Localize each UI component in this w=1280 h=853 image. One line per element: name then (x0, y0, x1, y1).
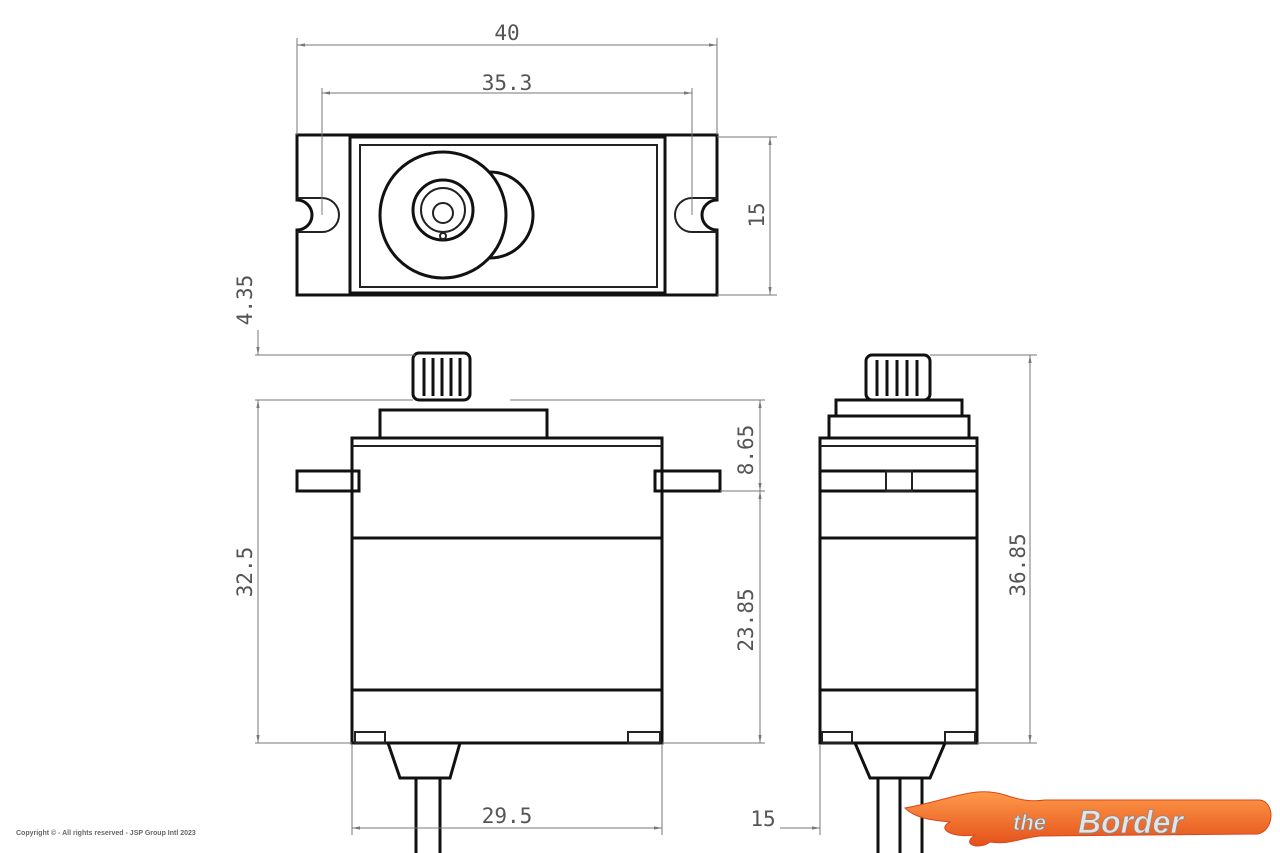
dim-width-40: 40 (494, 21, 519, 45)
dim-hole-spacing: 35.3 (482, 71, 533, 95)
logo-word-border: Border (1078, 804, 1184, 840)
top-view: 40 35.3 15 (295, 21, 777, 297)
copyright-notice: Copyright © - All rights reserved - JSP … (16, 830, 196, 837)
dim-body-height: 32.5 (233, 547, 257, 598)
the-border-logo: the Border (903, 791, 1272, 847)
dim-cable-offset: 15 (750, 807, 775, 831)
dim-flange-to-bottom: 23.85 (734, 588, 758, 651)
front-view: 4.35 32.5 8.65 23.85 29.5 (233, 275, 765, 853)
dim-body-width: 29.5 (482, 804, 533, 828)
dim-spline-height: 4.35 (233, 275, 257, 326)
logo-word-the: the (1013, 810, 1046, 835)
dim-total-height: 36.85 (1006, 533, 1030, 596)
side-view: 36.85 15 (750, 353, 1037, 853)
dim-flange-to-top: 8.65 (734, 425, 758, 476)
dim-depth: 15 (745, 202, 769, 227)
